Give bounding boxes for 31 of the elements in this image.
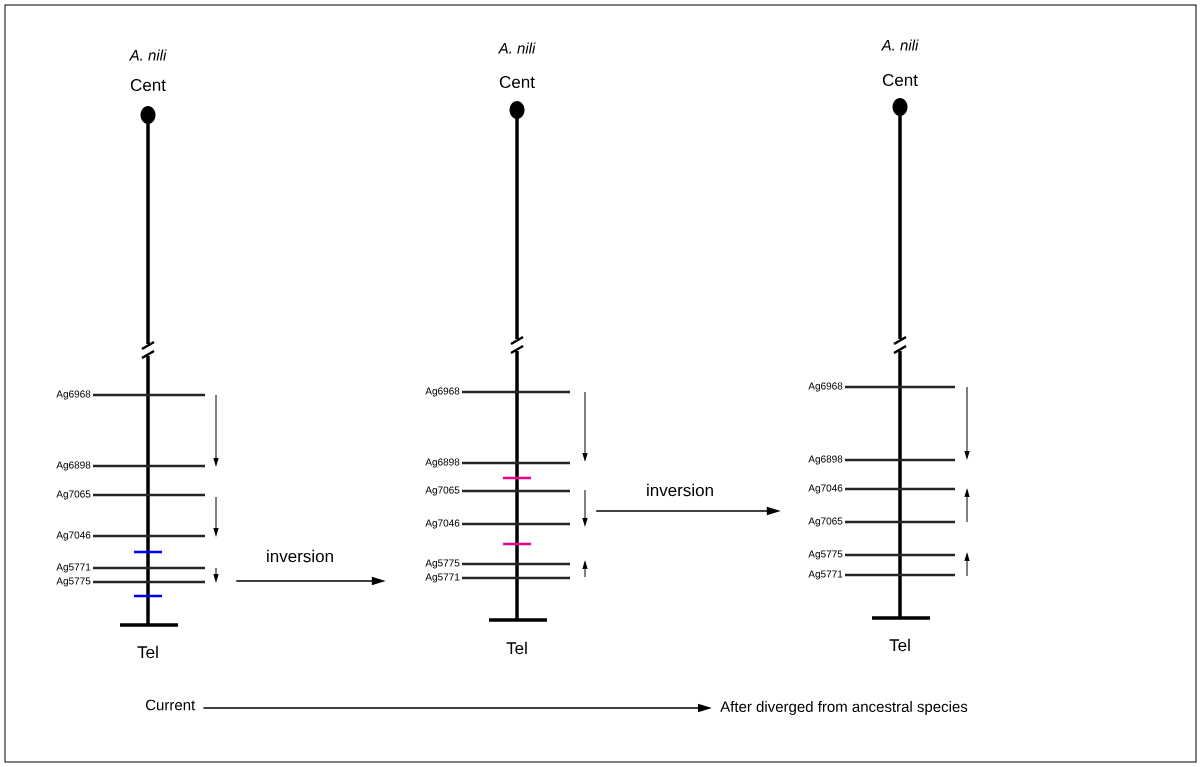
centromere-label: Cent (882, 74, 918, 86)
marker-label: Ag6968 (56, 390, 91, 400)
marker-label: Ag7046 (56, 531, 91, 541)
species-label: A. nili (880, 39, 919, 51)
species-label: A. nili (497, 42, 536, 54)
centromere-label: Cent (499, 76, 535, 88)
marker-label: Ag5771 (56, 563, 91, 573)
marker-label: Ag5771 (425, 573, 460, 583)
marker-label: Ag7046 (808, 484, 843, 494)
marker-label: Ag7065 (56, 490, 91, 500)
marker-label: Ag7065 (425, 486, 460, 496)
species-label: A. nili (128, 49, 167, 61)
marker-label: Ag5775 (425, 559, 460, 569)
marker-label: Ag6898 (56, 461, 91, 471)
marker-label: Ag6898 (425, 458, 460, 468)
marker-label: Ag5771 (808, 570, 843, 580)
marker-label: Ag5775 (808, 550, 843, 560)
edge-label: inversion (265, 548, 336, 564)
telomere-label: Tel (889, 638, 910, 652)
edge-label: inversion (645, 482, 716, 498)
telomere-label: Tel (506, 641, 527, 655)
marker-label: Ag6968 (425, 387, 460, 397)
timeline-label: After diverged from ancestral species (720, 701, 968, 715)
marker-label: Ag7065 (808, 517, 843, 527)
marker-label: Ag7046 (425, 519, 460, 529)
marker-label: Ag6968 (808, 382, 843, 392)
telomere-label: Tel (137, 645, 158, 659)
centromere-label: Cent (130, 79, 166, 91)
marker-label: Ag5775 (56, 577, 91, 587)
timeline-label: Current (146, 699, 196, 711)
marker-label: Ag6898 (808, 455, 843, 465)
